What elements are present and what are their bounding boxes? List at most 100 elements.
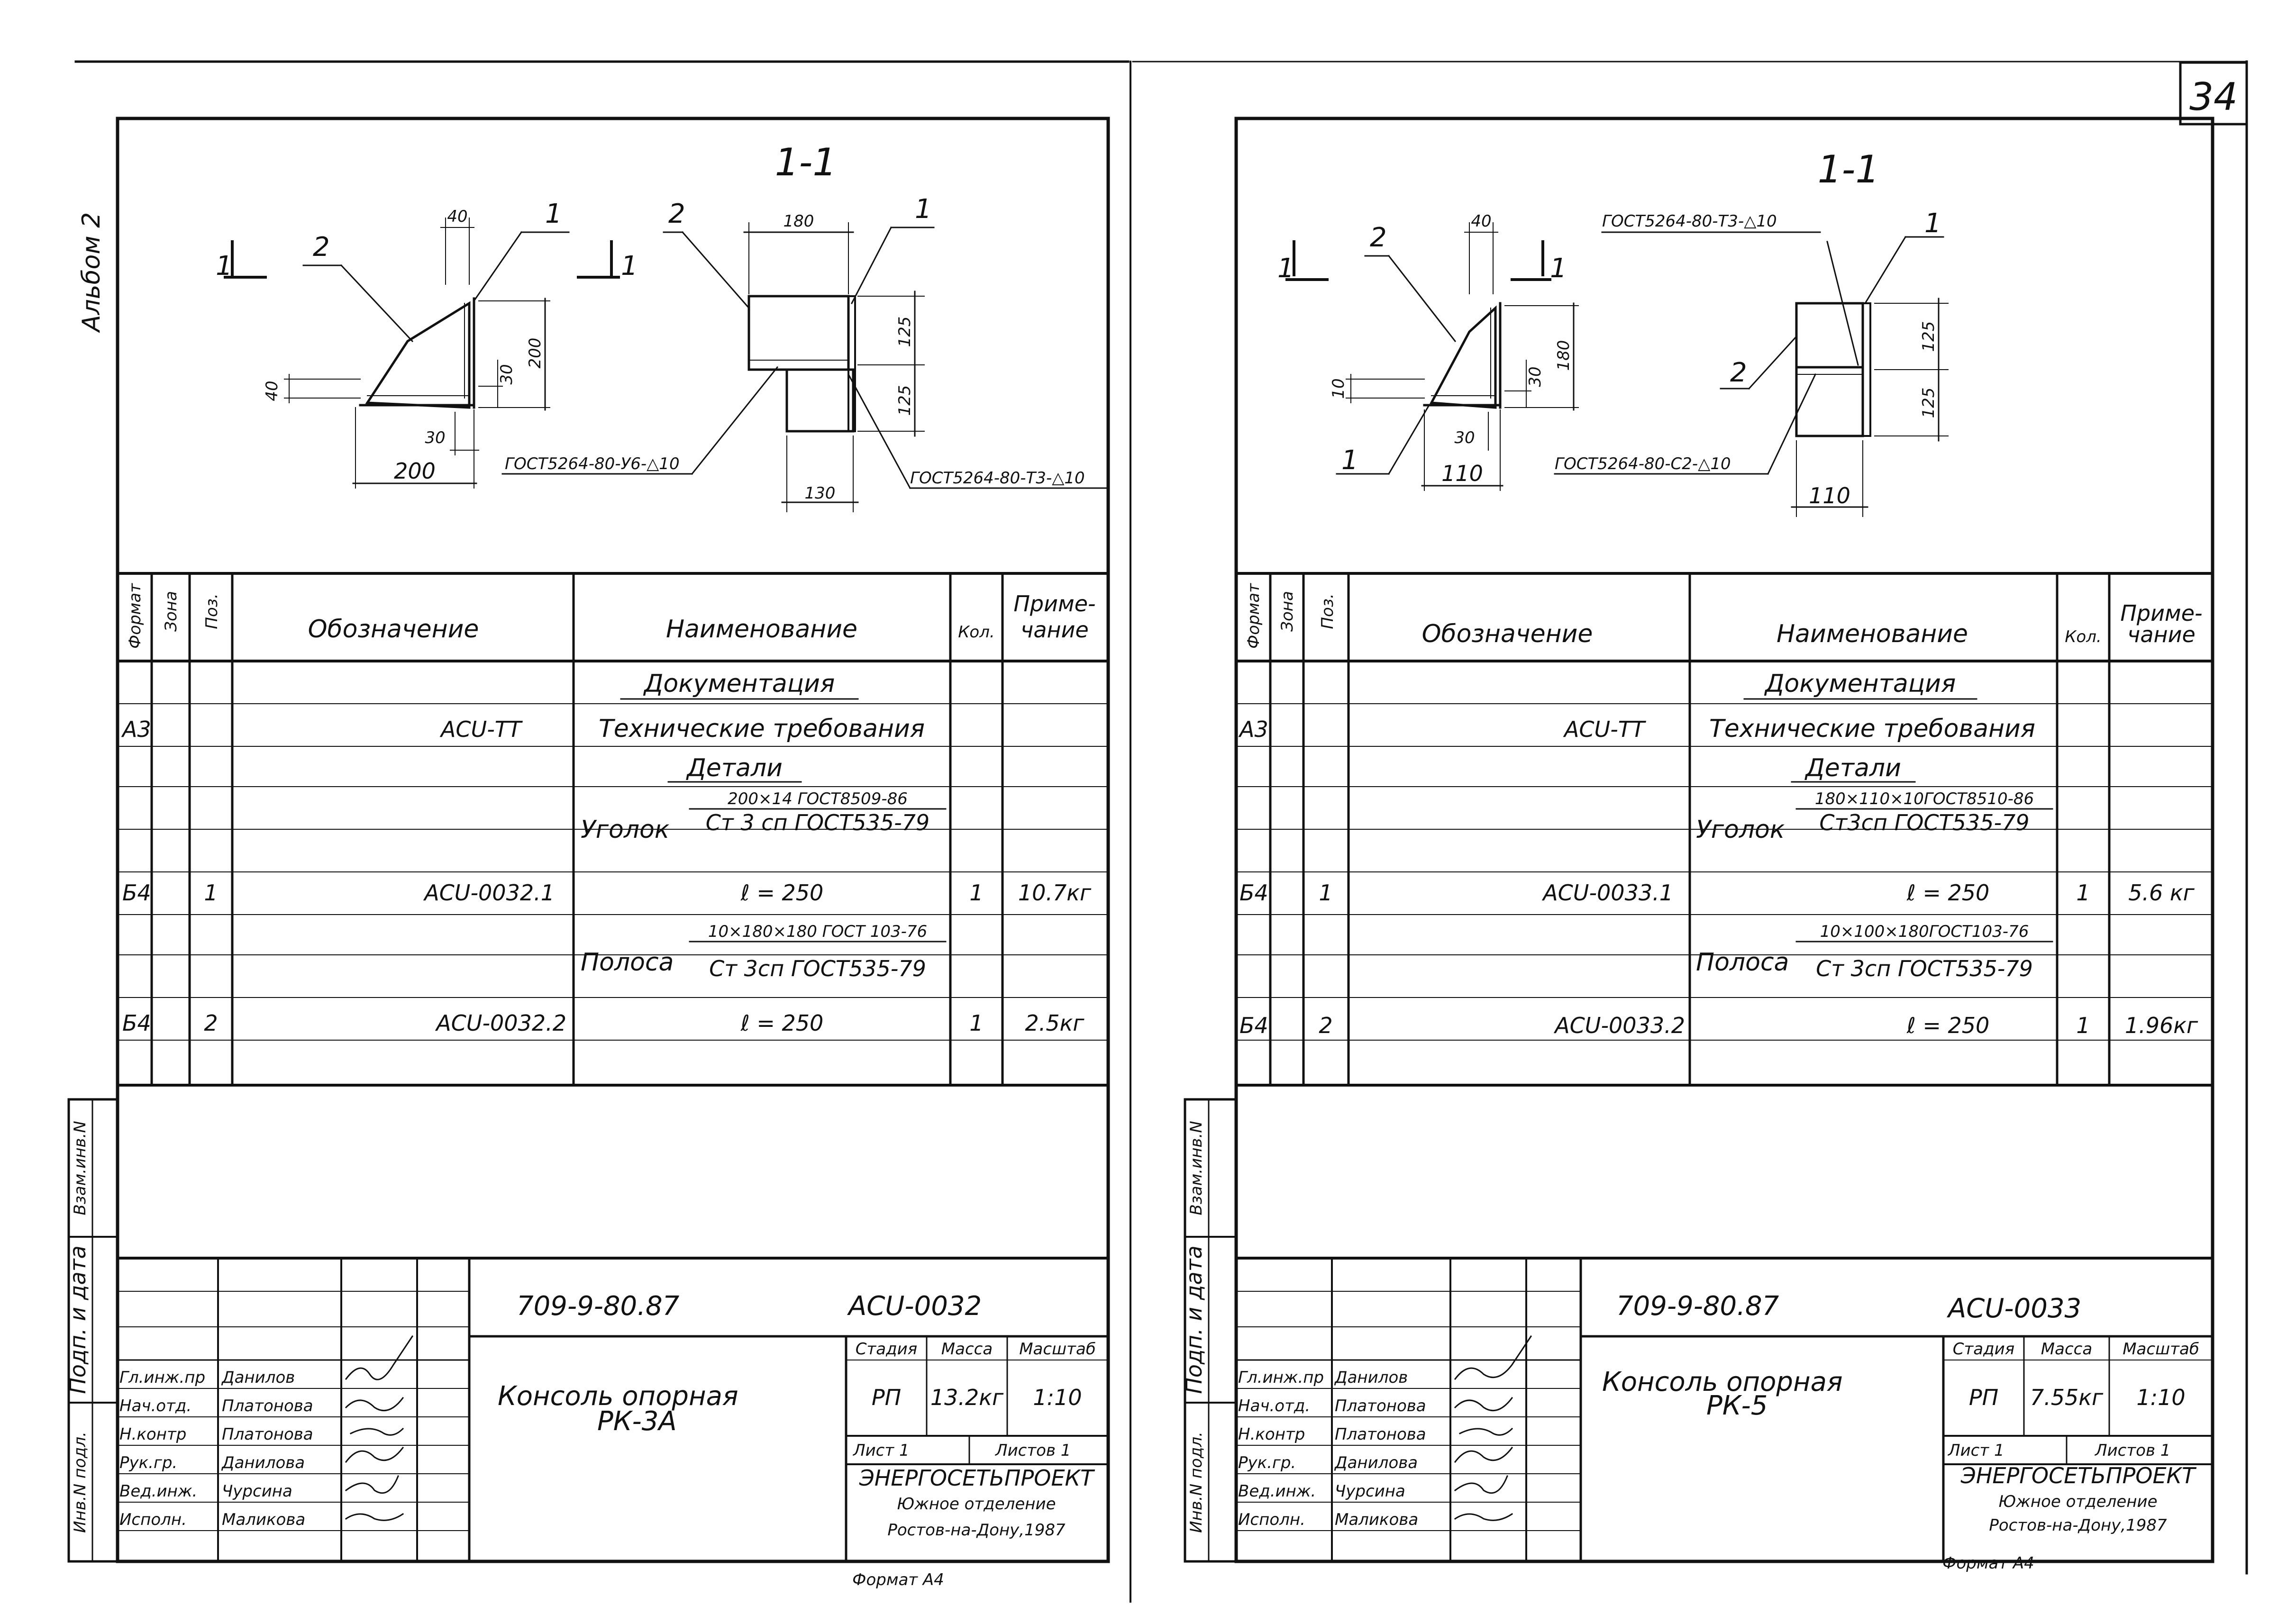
left-row-details: Детали — [686, 754, 783, 782]
right-staff-name-2: Платонова — [1335, 1425, 1426, 1444]
right-row-1-qty: 1 — [2076, 880, 2090, 906]
left-staff-role-0: Гл.инж.пр — [119, 1368, 205, 1387]
right-stamp-sheets: Листов 1 — [2094, 1441, 2170, 1460]
right-row-angle-frac-top: 180×110×10ГОСТ8510-86 — [1815, 789, 2034, 808]
right-row-1-pos: 1 — [1319, 880, 1332, 906]
left-staff-role-3: Рук.гр. — [119, 1453, 177, 1472]
right-staff-role-1: Нач.отд. — [1238, 1396, 1310, 1415]
left-row-2-note: 2.5кг — [1025, 1010, 1084, 1036]
right-format-label: Формат А4 — [1942, 1554, 2034, 1573]
left-stamp-stage-hdr: Стадия — [856, 1340, 917, 1359]
right-dim-125-b: 125 — [1919, 388, 1938, 418]
right-staff-name-0: Данилов — [1334, 1368, 1408, 1387]
left-format-label: Формат А4 — [852, 1570, 944, 1589]
left-row-1-qty: 1 — [969, 880, 983, 906]
right-pos2-label-a: 2 — [1370, 222, 1387, 253]
left-pos1-label-b: 1 — [915, 194, 932, 225]
right-dim-30: 30 — [1454, 428, 1475, 447]
right-pos1-label-a: 1 — [1341, 445, 1358, 476]
right-row-strip-frac-bottom: Ст 3сп ГОСТ535-79 — [1816, 956, 2033, 981]
left-doc-number: АСU-0032 — [847, 1291, 982, 1322]
right-stamp-stage: РП — [1969, 1385, 1998, 1410]
left-stamp-sheet: Лист 1 — [852, 1441, 910, 1460]
left-cut-mark-b: 1 — [621, 251, 638, 281]
right-stamp-scale-hdr: Масштаб — [2123, 1340, 2199, 1359]
right-dim-40: 40 — [1471, 212, 1491, 231]
left-row-tt-name: Технические требования — [599, 715, 925, 743]
left-dim-125-a: 125 — [895, 317, 914, 347]
left-hdr-qty: Кол. — [958, 623, 994, 642]
left-stamp-stage: РП — [872, 1385, 901, 1410]
left-row-1-name: ℓ = 250 — [740, 880, 824, 906]
left-staff-role-1: Нач.отд. — [119, 1396, 191, 1415]
right-row-angle-frac-bottom: Ст3сп ГОСТ535-79 — [1819, 810, 2029, 835]
right-dim-10: 10 — [1329, 378, 1348, 399]
left-row-1-format: Б4 — [122, 880, 151, 906]
right-row-2-format: Б4 — [1239, 1013, 1268, 1038]
right-row-2-pos: 2 — [1319, 1013, 1332, 1038]
right-row-2-name: ℓ = 250 — [1906, 1013, 1990, 1038]
left-row-1-designation: АСU-0032.1 — [423, 880, 555, 906]
right-section-label: 1-1 — [1818, 147, 1880, 191]
left-dim-40-top: 40 — [447, 207, 467, 226]
album-label: Альбом 2 — [77, 212, 106, 333]
right-row-1-format: Б4 — [1239, 880, 1268, 906]
left-org-line2: Южное отделение — [897, 1495, 1056, 1514]
left-dim-30-a: 30 — [497, 364, 516, 384]
left-hdr-zone: Зона — [162, 591, 181, 632]
left-row-2-qty: 1 — [969, 1010, 983, 1036]
right-dim-110-b: 110 — [1809, 483, 1850, 508]
left-hdr-name: Наименование — [666, 615, 857, 644]
right-dim-180-v: 180 — [1554, 340, 1573, 371]
right-row-strip-prefix: Полоса — [1696, 948, 1789, 977]
left-staff-role-2: Н.контр — [119, 1425, 186, 1444]
left-staff-name-2: Платонова — [222, 1425, 313, 1444]
left-row-angle-prefix: Уголок — [581, 816, 670, 844]
right-weld-1: ГОСТ5264-80-Т3-△10 — [1602, 212, 1777, 231]
right-dim-30-v: 30 — [1526, 366, 1545, 387]
left-stamp-mass: 13.2кг — [930, 1385, 1004, 1410]
right-hdr-qty: Кол. — [2065, 627, 2101, 646]
left-row-angle-frac-bottom: Ст 3 сп ГОСТ535-79 — [706, 810, 929, 835]
right-row-2-note: 1.96кг — [2125, 1013, 2198, 1038]
right-stamp-scale: 1:10 — [2136, 1385, 2185, 1410]
left-dim-125-b: 125 — [895, 385, 914, 416]
left-pos1-label-a: 1 — [545, 199, 562, 229]
right-side-inv: Инв.N подл. — [1187, 1432, 1206, 1533]
left-title-line2: РК-3А — [597, 1406, 677, 1437]
left-stamp-sheets: Листов 1 — [994, 1441, 1071, 1460]
left-org-line1: ЭНЕРГОСЕТЬПРОЕКТ — [859, 1465, 1095, 1491]
left-side-podp: Подп. и дата — [65, 1245, 91, 1394]
left-org-line3: Ростов-на-Дону,1987 — [887, 1521, 1066, 1540]
right-row-details: Детали — [1804, 754, 1901, 782]
left-dim-40-left: 40 — [263, 381, 282, 401]
right-stamp-sheet: Лист 1 — [1947, 1441, 2004, 1460]
left-staff-role-4: Вед.инж. — [119, 1482, 197, 1501]
right-cut-mark-b: 1 — [1550, 253, 1567, 284]
left-stamp-mass-hdr: Масса — [941, 1340, 993, 1359]
left-dim-200-v: 200 — [526, 338, 545, 369]
right-row-documentation: Документация — [1764, 670, 1956, 698]
left-staff-name-4: Чурсина — [222, 1482, 292, 1501]
right-staff-name-1: Платонова — [1335, 1396, 1426, 1415]
right-staff-role-3: Рук.гр. — [1238, 1453, 1296, 1472]
left-pos2-label-b: 2 — [668, 199, 685, 229]
right-dim-110-a: 110 — [1441, 461, 1483, 486]
right-row-1-name: ℓ = 250 — [1906, 880, 1990, 906]
left-stamp-scale-hdr: Масштаб — [1019, 1340, 1096, 1359]
left-row-strip-frac-top: 10×180×180 ГОСТ 103-76 — [708, 922, 927, 941]
right-org-line3: Ростов-на-Дону,1987 — [1989, 1516, 2167, 1535]
left-row-angle-frac-top: 200×14 ГОСТ8509-86 — [728, 789, 908, 808]
left-section-label: 1-1 — [775, 140, 837, 184]
left-row-tt-designation: АСU-ТТ — [439, 716, 523, 742]
left-staff-name-5: Маликова — [222, 1510, 305, 1529]
left-hdr-format: Формат — [126, 583, 145, 649]
left-staff-role-5: Исполн. — [119, 1510, 187, 1529]
left-side-vzam: Взам.инв.N — [71, 1121, 90, 1215]
left-pos2-label-a: 2 — [313, 232, 330, 263]
right-row-1-designation: АСU-0033.1 — [1541, 880, 1673, 906]
left-side-inv: Инв.N подл. — [71, 1432, 90, 1533]
left-row-2-designation: АСU-0032.2 — [435, 1010, 566, 1036]
right-row-2-qty: 1 — [2076, 1013, 2090, 1038]
